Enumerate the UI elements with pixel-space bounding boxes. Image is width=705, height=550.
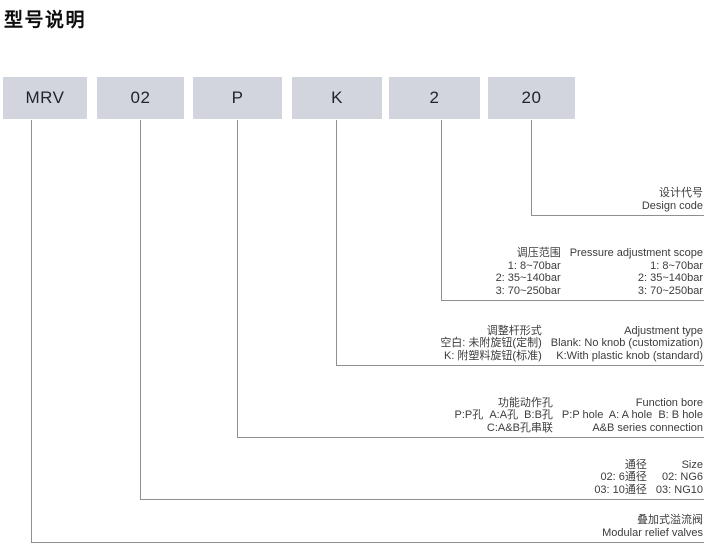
model-box-knob-code: K — [292, 77, 382, 119]
option-en: P:P hole A: A hole B: B hole — [561, 409, 703, 422]
section-pressure-adjustment-scope: 调压范围 Pressure adjustment scope 1: 8~70ba… — [441, 120, 704, 301]
model-box-function-code: P — [193, 77, 282, 119]
option-cn: P:P孔 A:A孔 B:B孔 — [454, 409, 553, 422]
model-box-size-code: 02 — [97, 77, 184, 119]
option-cn: C:A&B孔串联 — [486, 422, 553, 435]
header-cn: 功能动作孔 — [497, 396, 553, 409]
label-cn: 叠加式溢流阀 — [637, 514, 703, 527]
option-en: A&B series connection — [592, 422, 703, 435]
section-product-name: 叠加式溢流阀 Modular relief valves — [31, 120, 704, 543]
header-en: Adjustment type — [624, 324, 703, 337]
header-en: Function bore — [635, 396, 703, 409]
option-en: 02: NG6 — [662, 471, 703, 484]
option-cn: K: 附塑料旋钮(标准) — [443, 350, 542, 363]
page-title: 型号说明 — [4, 10, 87, 31]
section-pressure-text: 调压范围 Pressure adjustment scope 1: 8~70ba… — [496, 247, 703, 298]
section-product-text: 叠加式溢流阀 Modular relief valves — [593, 514, 703, 540]
label-en: Modular relief valves — [602, 527, 703, 540]
option-en: 03: NG10 — [655, 484, 703, 497]
option-en: K:With plastic knob (standard) — [556, 350, 703, 363]
section-size-text: 通径 Size 02: 6通径 02: NG6 03: 10通径 03: NG1… — [594, 459, 703, 497]
header-en: Size — [681, 458, 703, 471]
label-cn: 设计代号 — [659, 187, 703, 200]
option-en: Blank: No knob (customization) — [550, 337, 703, 350]
option-cn: 1: 8~70bar — [507, 259, 561, 272]
section-design-code-text: 设计代号 Design code — [633, 187, 703, 213]
option-en: 2: 35~140bar — [637, 272, 703, 285]
header-cn: 通径 — [624, 458, 647, 471]
option-en: 3: 70~250bar — [637, 285, 703, 298]
header-cn: 调压范围 — [516, 246, 561, 259]
section-function-text: 功能动作孔 Function bore P:P孔 A:A孔 B:B孔 P:P h… — [455, 397, 704, 435]
option-cn: 3: 70~250bar — [495, 285, 561, 298]
option-cn: 2: 35~140bar — [495, 272, 561, 285]
option-cn: 02: 6通径 — [600, 471, 647, 484]
model-box-mrv: MRV — [3, 77, 87, 119]
section-adjustment-type: 调整杆形式 Adjustment type 空白: 未附旋钮(定制) Blank… — [336, 120, 704, 366]
model-box-pressure-code: 2 — [389, 77, 480, 119]
section-adjustment-text: 调整杆形式 Adjustment type 空白: 未附旋钮(定制) Blank… — [440, 325, 703, 363]
option-cn: 空白: 未附旋钮(定制) — [440, 337, 542, 350]
option-cn: 03: 10通径 — [594, 484, 647, 497]
section-size: 通径 Size 02: 6通径 02: NG6 03: 10通径 03: NG1… — [140, 120, 704, 500]
header-en: Pressure adjustment scope — [569, 246, 703, 259]
section-design-code: 设计代号 Design code — [531, 120, 704, 216]
header-cn: 调整杆形式 — [486, 324, 542, 337]
section-function-bore: 功能动作孔 Function bore P:P孔 A:A孔 B:B孔 P:P h… — [237, 120, 704, 438]
option-en: 1: 8~70bar — [650, 259, 703, 272]
label-en: Design code — [641, 200, 703, 213]
model-box-design-code: 20 — [488, 77, 575, 119]
